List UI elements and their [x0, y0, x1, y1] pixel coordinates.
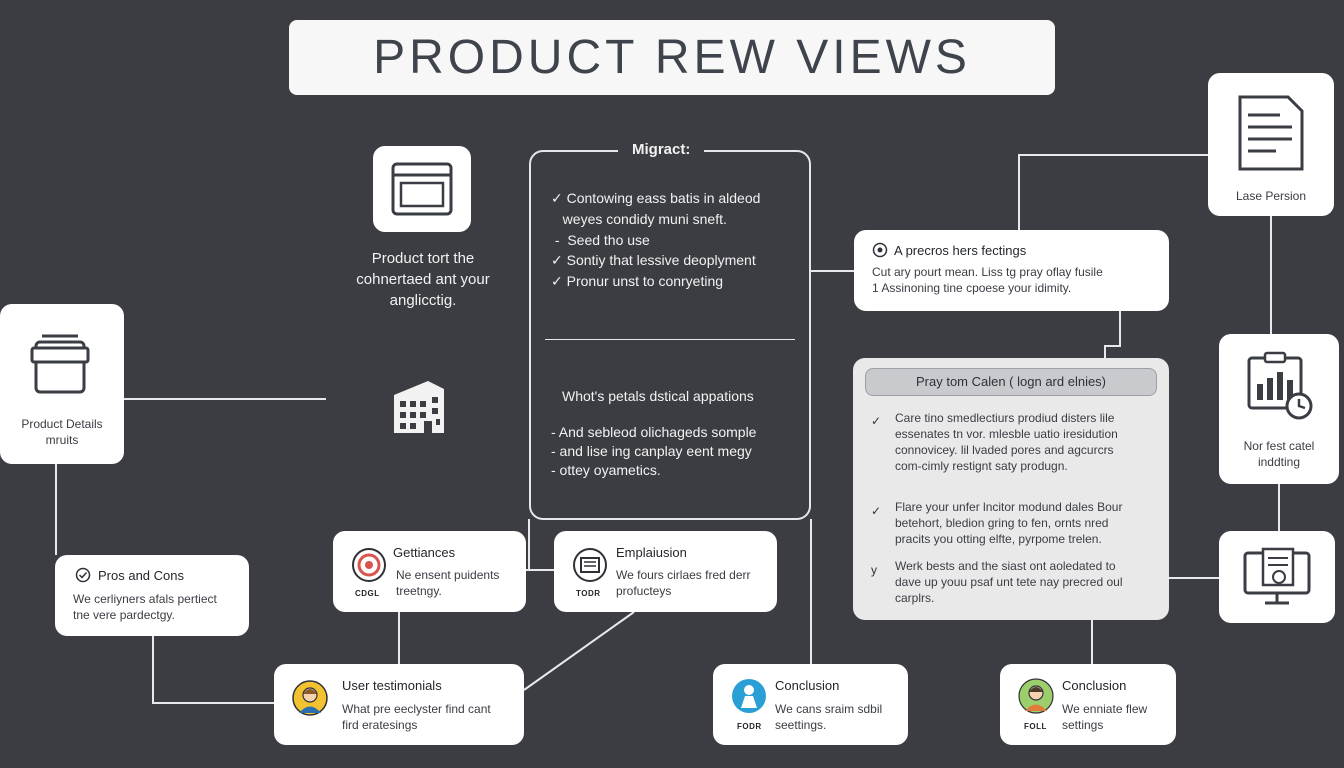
product-top-line: cohnertaed ant your: [330, 269, 516, 290]
pros-cons-line: We cerliyners afals pertiect: [73, 591, 217, 607]
title-banner: PRODUCT REW VIEWS: [289, 20, 1055, 95]
product-details-card[interactable]: Product Details mruits: [0, 304, 124, 464]
product-top-text: Product tort the cohnertaed ant your ang…: [330, 248, 516, 311]
pray-line: pracits you otting elfte, pyrpome trelen…: [895, 531, 1155, 547]
conclusion-2-line: settings: [1062, 717, 1147, 733]
gettiances-card[interactable]: CDGL Gettiances Ne ensent puidents treet…: [333, 531, 526, 612]
pros-cons-line: tne vere pardectgy.: [73, 607, 217, 623]
gettiances-badge: CDGL: [355, 589, 380, 598]
pray-line: Werk bests and the siast ont aoledated t…: [895, 558, 1155, 574]
target-badge-icon: [351, 547, 387, 583]
migract-sub-item: - ottey oyametics.: [551, 460, 661, 481]
migract-sub-item: - and lise ing canplay eent megy: [551, 441, 752, 462]
user-testimonials-line: fird eratesings: [342, 717, 491, 733]
pray-line: Flare your unfer lncitor modund dales Bo…: [895, 499, 1155, 515]
emplaiusion-title: Emplaiusion: [616, 545, 687, 560]
precros-title: A precros hers fectings: [894, 243, 1026, 258]
migract-item: - Seed tho use: [551, 230, 650, 251]
gettiances-line: Ne ensent puidents: [396, 567, 499, 583]
pray-line: connovicey. lil lvaded pores and agcurcr…: [895, 442, 1155, 458]
monitor-card[interactable]: [1219, 531, 1335, 623]
browser-icon-card: [373, 146, 471, 232]
pray-line: Care tino smedlectiurs prodiud disters l…: [895, 410, 1155, 426]
migract-title: Migract:: [618, 141, 704, 158]
emplaiusion-line: profucteys: [616, 583, 751, 599]
person-blue-icon: [731, 678, 767, 714]
check-circle-icon: [75, 567, 91, 583]
pray-line: essenates tn vor. mlesble uatio iresidut…: [895, 426, 1155, 442]
gettiances-line: treetngy.: [396, 583, 499, 599]
migract-item: ✓ Contowing eass batis in aldeod: [551, 188, 760, 209]
pray-line: dave up youu psaf unt tete nay precred o…: [895, 574, 1155, 590]
storage-box-icon: [28, 328, 92, 400]
lase-persion-card[interactable]: Lase Persion: [1208, 73, 1334, 216]
pray-check-2: ✓: [871, 504, 881, 518]
list-badge-icon: [572, 547, 608, 583]
gettiances-title: Gettiances: [393, 545, 455, 560]
building-icon: [388, 375, 448, 435]
lase-persion-label: Lase Persion: [1208, 188, 1334, 204]
target-icon: [872, 242, 888, 258]
conclusion-2-badge: FOLL: [1024, 722, 1047, 731]
conclusion-1-badge: FODR: [737, 722, 762, 731]
conclusion-1-line: seettings.: [775, 717, 882, 733]
monitor-document-icon: [1241, 545, 1313, 609]
conclusion-1-title: Conclusion: [775, 678, 839, 693]
nor-fest-line: Nor fest catel: [1219, 438, 1339, 454]
product-details-title: Product Details: [0, 416, 124, 432]
conclusion-1-line: We cans sraim sdbil: [775, 701, 882, 717]
conclusion-2-line: We enniate flew: [1062, 701, 1147, 717]
migract-item: ✓ Sontiy that lessive deoplyment: [551, 250, 756, 271]
emplaiusion-card[interactable]: TODR Emplaiusion We fours cirlaes fred d…: [554, 531, 777, 612]
pray-panel-header: Pray tom Calen ( logn ard elnies): [865, 368, 1157, 396]
migract-subtitle: Whot's petals dstical appations: [562, 386, 754, 407]
precros-line: 1 Assinoning tine cpoese your idimity.: [872, 280, 1162, 296]
emplaiusion-badge: TODR: [576, 589, 601, 598]
conclusion-card-2[interactable]: FOLL Conclusion We enniate flew settings: [1000, 664, 1176, 745]
product-top-line: anglicctig.: [330, 290, 516, 311]
precros-card[interactable]: A precros hers fectings Cut ary pourt me…: [854, 230, 1169, 311]
chart-clipboard-icon: [1245, 350, 1315, 422]
person-avatar-icon: [292, 680, 328, 716]
browser-window-icon: [373, 146, 471, 232]
nor-fest-card[interactable]: Nor fest catel inddting: [1219, 334, 1339, 484]
nor-fest-line: inddting: [1219, 454, 1339, 470]
user-testimonials-line: What pre eeclyster find cant: [342, 701, 491, 717]
migract-item: ✓ Pronur unst to conryeting: [551, 271, 723, 292]
pray-line: com-cimly restignt saty produgn.: [895, 458, 1155, 474]
user-testimonials-title: User testimonials: [342, 678, 442, 693]
product-details-sub: mruits: [0, 432, 124, 448]
pray-line: betehort, bledion gring to fen, ornts nr…: [895, 515, 1155, 531]
precros-line: Cut ary pourt mean. Liss tg pray oflay f…: [872, 264, 1162, 280]
migract-sub-item: - And sebleod olichageds somple: [551, 422, 756, 443]
product-top-line: Product tort the: [330, 248, 516, 269]
emplaiusion-line: We fours cirlaes fred derr: [616, 567, 751, 583]
conclusion-card-1[interactable]: FODR Conclusion We cans sraim sdbil seet…: [713, 664, 908, 745]
conclusion-2-title: Conclusion: [1062, 678, 1126, 693]
user-testimonials-card[interactable]: User testimonials What pre eeclyster fin…: [274, 664, 524, 745]
pros-cons-card[interactable]: Pros and Cons We cerliyners afals pertie…: [55, 555, 249, 636]
pros-cons-title: Pros and Cons: [98, 568, 184, 583]
migract-item: weyes condidy muni sneft.: [551, 209, 727, 230]
document-icon: [1236, 93, 1306, 173]
migract-divider: [545, 339, 795, 340]
pray-check-3: y: [871, 563, 877, 577]
person-green-icon: [1018, 678, 1054, 714]
pray-check-1: ✓: [871, 414, 881, 428]
page-title: PRODUCT REW VIEWS: [373, 30, 971, 85]
pray-line: carplrs.: [895, 590, 1155, 606]
